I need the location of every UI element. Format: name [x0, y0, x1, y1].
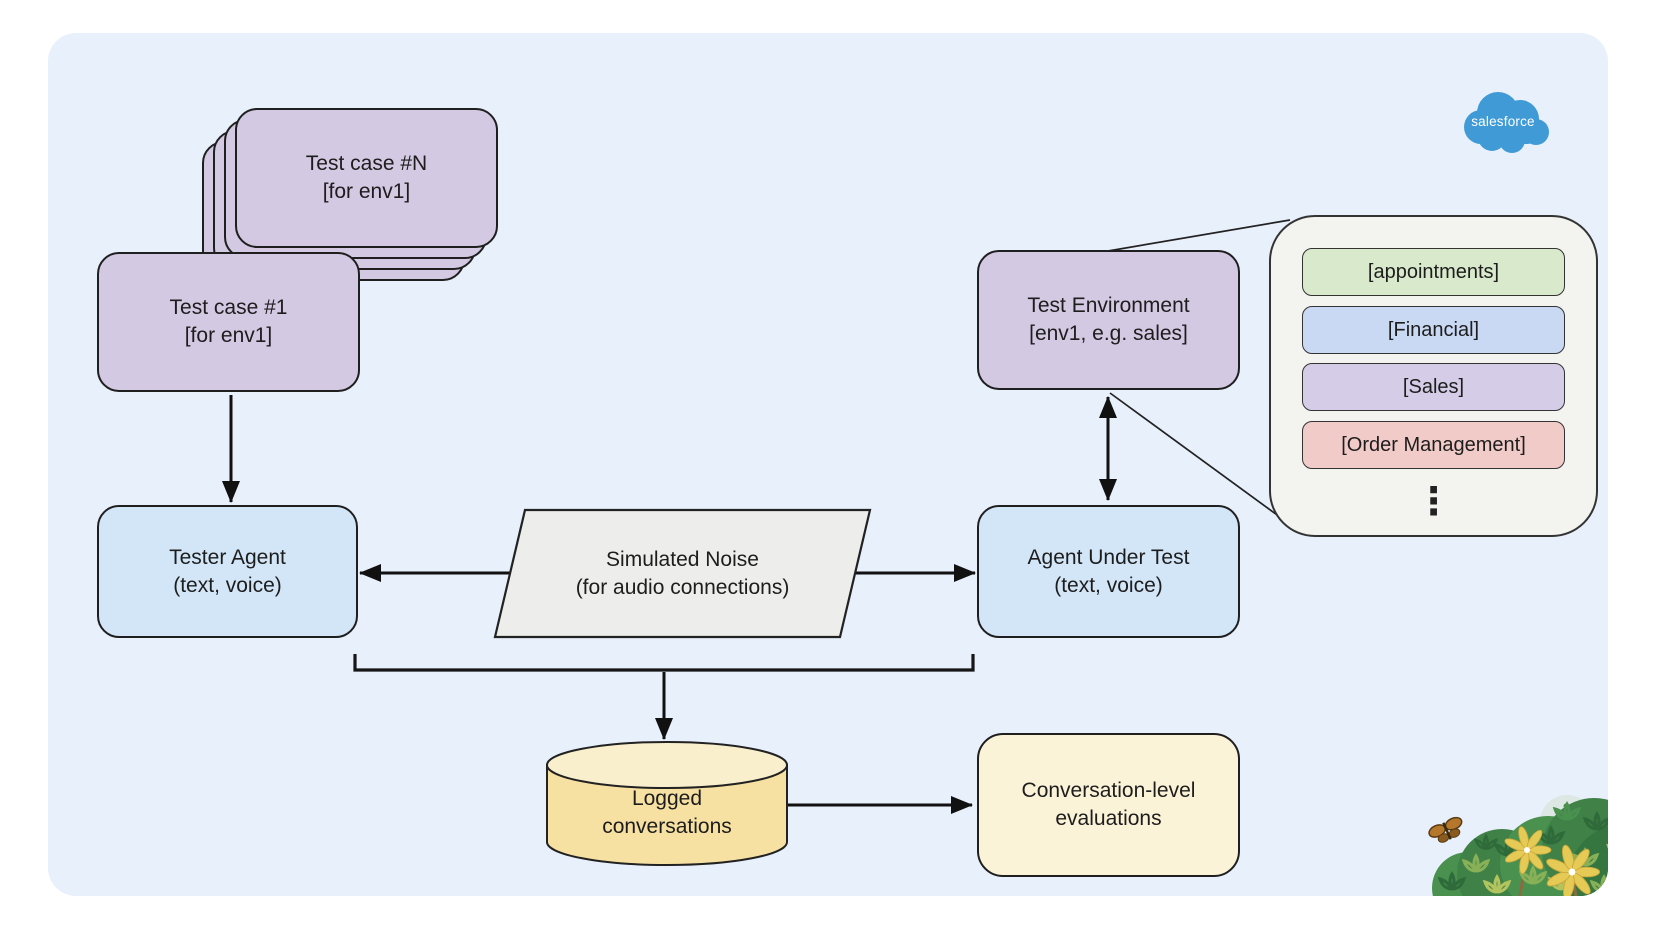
environment-item-label: [appointments]	[1367, 260, 1500, 283]
test-case-n-label: Test case #N [for env1]	[305, 152, 428, 203]
simulated-noise-label: Simulated Noise (for audio connections)	[575, 547, 790, 599]
logged-conversations-cylinder	[546, 741, 788, 866]
tester-agent-label: Tester Agent (text, voice)	[169, 545, 286, 597]
simulated-noise-node: Simulated Noise (for audio connections)	[495, 513, 870, 634]
test-case-1-label: Test case #1 [for env1]	[169, 296, 288, 347]
more-items-ellipsis-icon: ⋮	[1414, 479, 1453, 523]
environment-item-order-management: [Order Management]	[1302, 421, 1565, 469]
conversation-evaluations-node: Conversation-level evaluations	[977, 733, 1240, 877]
callout-leader-lines	[1107, 219, 1291, 521]
environment-item-label: [Order Management]	[1341, 433, 1526, 456]
environment-item-financial: [Financial]	[1302, 306, 1565, 354]
flower-bush-decoration	[1432, 795, 1608, 896]
tester-agent-node: Tester Agent (text, voice)	[97, 505, 358, 638]
conversation-evaluations-label: Conversation-level evaluations	[1021, 779, 1196, 830]
environment-item-sales: [Sales]	[1302, 363, 1565, 411]
test-environment-node: Test Environment [env1, e.g. sales]	[977, 250, 1240, 390]
test-case-1-card: Test case #1 [for env1]	[97, 252, 360, 392]
environment-item-appointments: [appointments]	[1302, 248, 1565, 296]
logged-conversations-node: Logged conversations	[552, 770, 782, 855]
simulated-noise-shape	[493, 508, 872, 639]
test-environment-label: Test Environment [env1, e.g. sales]	[1027, 294, 1190, 345]
butterfly-icon	[1428, 816, 1463, 843]
environment-item-label: [Sales]	[1402, 375, 1465, 398]
salesforce-logo-text: salesforce	[1471, 114, 1535, 129]
environment-examples-callout: [appointments] [Financial] [Sales] [Orde…	[1269, 215, 1598, 537]
agent-under-test-label: Agent Under Test (text, voice)	[1027, 545, 1190, 597]
salesforce-logo-icon	[1464, 92, 1549, 153]
agent-under-test-node: Agent Under Test (text, voice)	[977, 505, 1240, 638]
test-case-n-card: Test case #N [for env1]	[235, 108, 498, 248]
logged-conversations-label: Logged conversations	[602, 786, 732, 838]
grouping-bracket	[353, 654, 975, 672]
environment-item-label: [Financial]	[1387, 318, 1480, 341]
